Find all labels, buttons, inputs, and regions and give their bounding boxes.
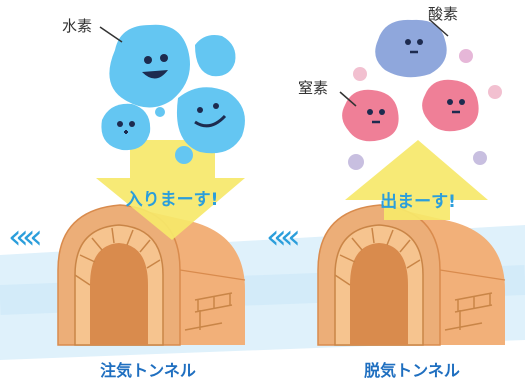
nitrogen-faces (367, 99, 465, 124)
nitrogen-molecules (342, 79, 479, 142)
left-chevron-2: « (22, 217, 43, 257)
entering-arrow: 入りまーす! (96, 140, 245, 240)
oxygen-label: 酸素 (428, 5, 458, 23)
deco-blob-2 (348, 154, 364, 170)
hydrogen-pointer (99, 26, 123, 43)
outlet-caption: 脱気トンネル (364, 361, 460, 380)
hydrogen-faces (117, 54, 227, 134)
nitrogen-pointer (339, 91, 357, 107)
inlet-caption: 注気トンネル (100, 361, 196, 380)
mid-chevron-2: « (280, 217, 301, 257)
oxygen-molecules (375, 19, 447, 78)
exiting-label: 出まーす! (380, 191, 456, 212)
oxygen-face (405, 39, 423, 54)
left-chevron-1: « (8, 217, 29, 257)
hydrogen-label: 水素 (62, 17, 92, 35)
exiting-arrow: 出まーす! (345, 140, 488, 220)
deco-blob-3 (473, 151, 487, 165)
deco-blob-1 (353, 67, 367, 81)
entering-label: 入りまーす! (126, 190, 219, 210)
hydrogen-molecules (101, 24, 245, 164)
mid-chevron-1: « (266, 217, 287, 257)
deco-blob-4 (459, 49, 473, 63)
deco-blob-5 (488, 85, 502, 99)
nitrogen-label: 窒素 (298, 79, 328, 97)
oxygen-pointer (429, 19, 449, 37)
inlet-tunnel (57, 204, 246, 346)
outlet-tunnel (317, 204, 506, 346)
